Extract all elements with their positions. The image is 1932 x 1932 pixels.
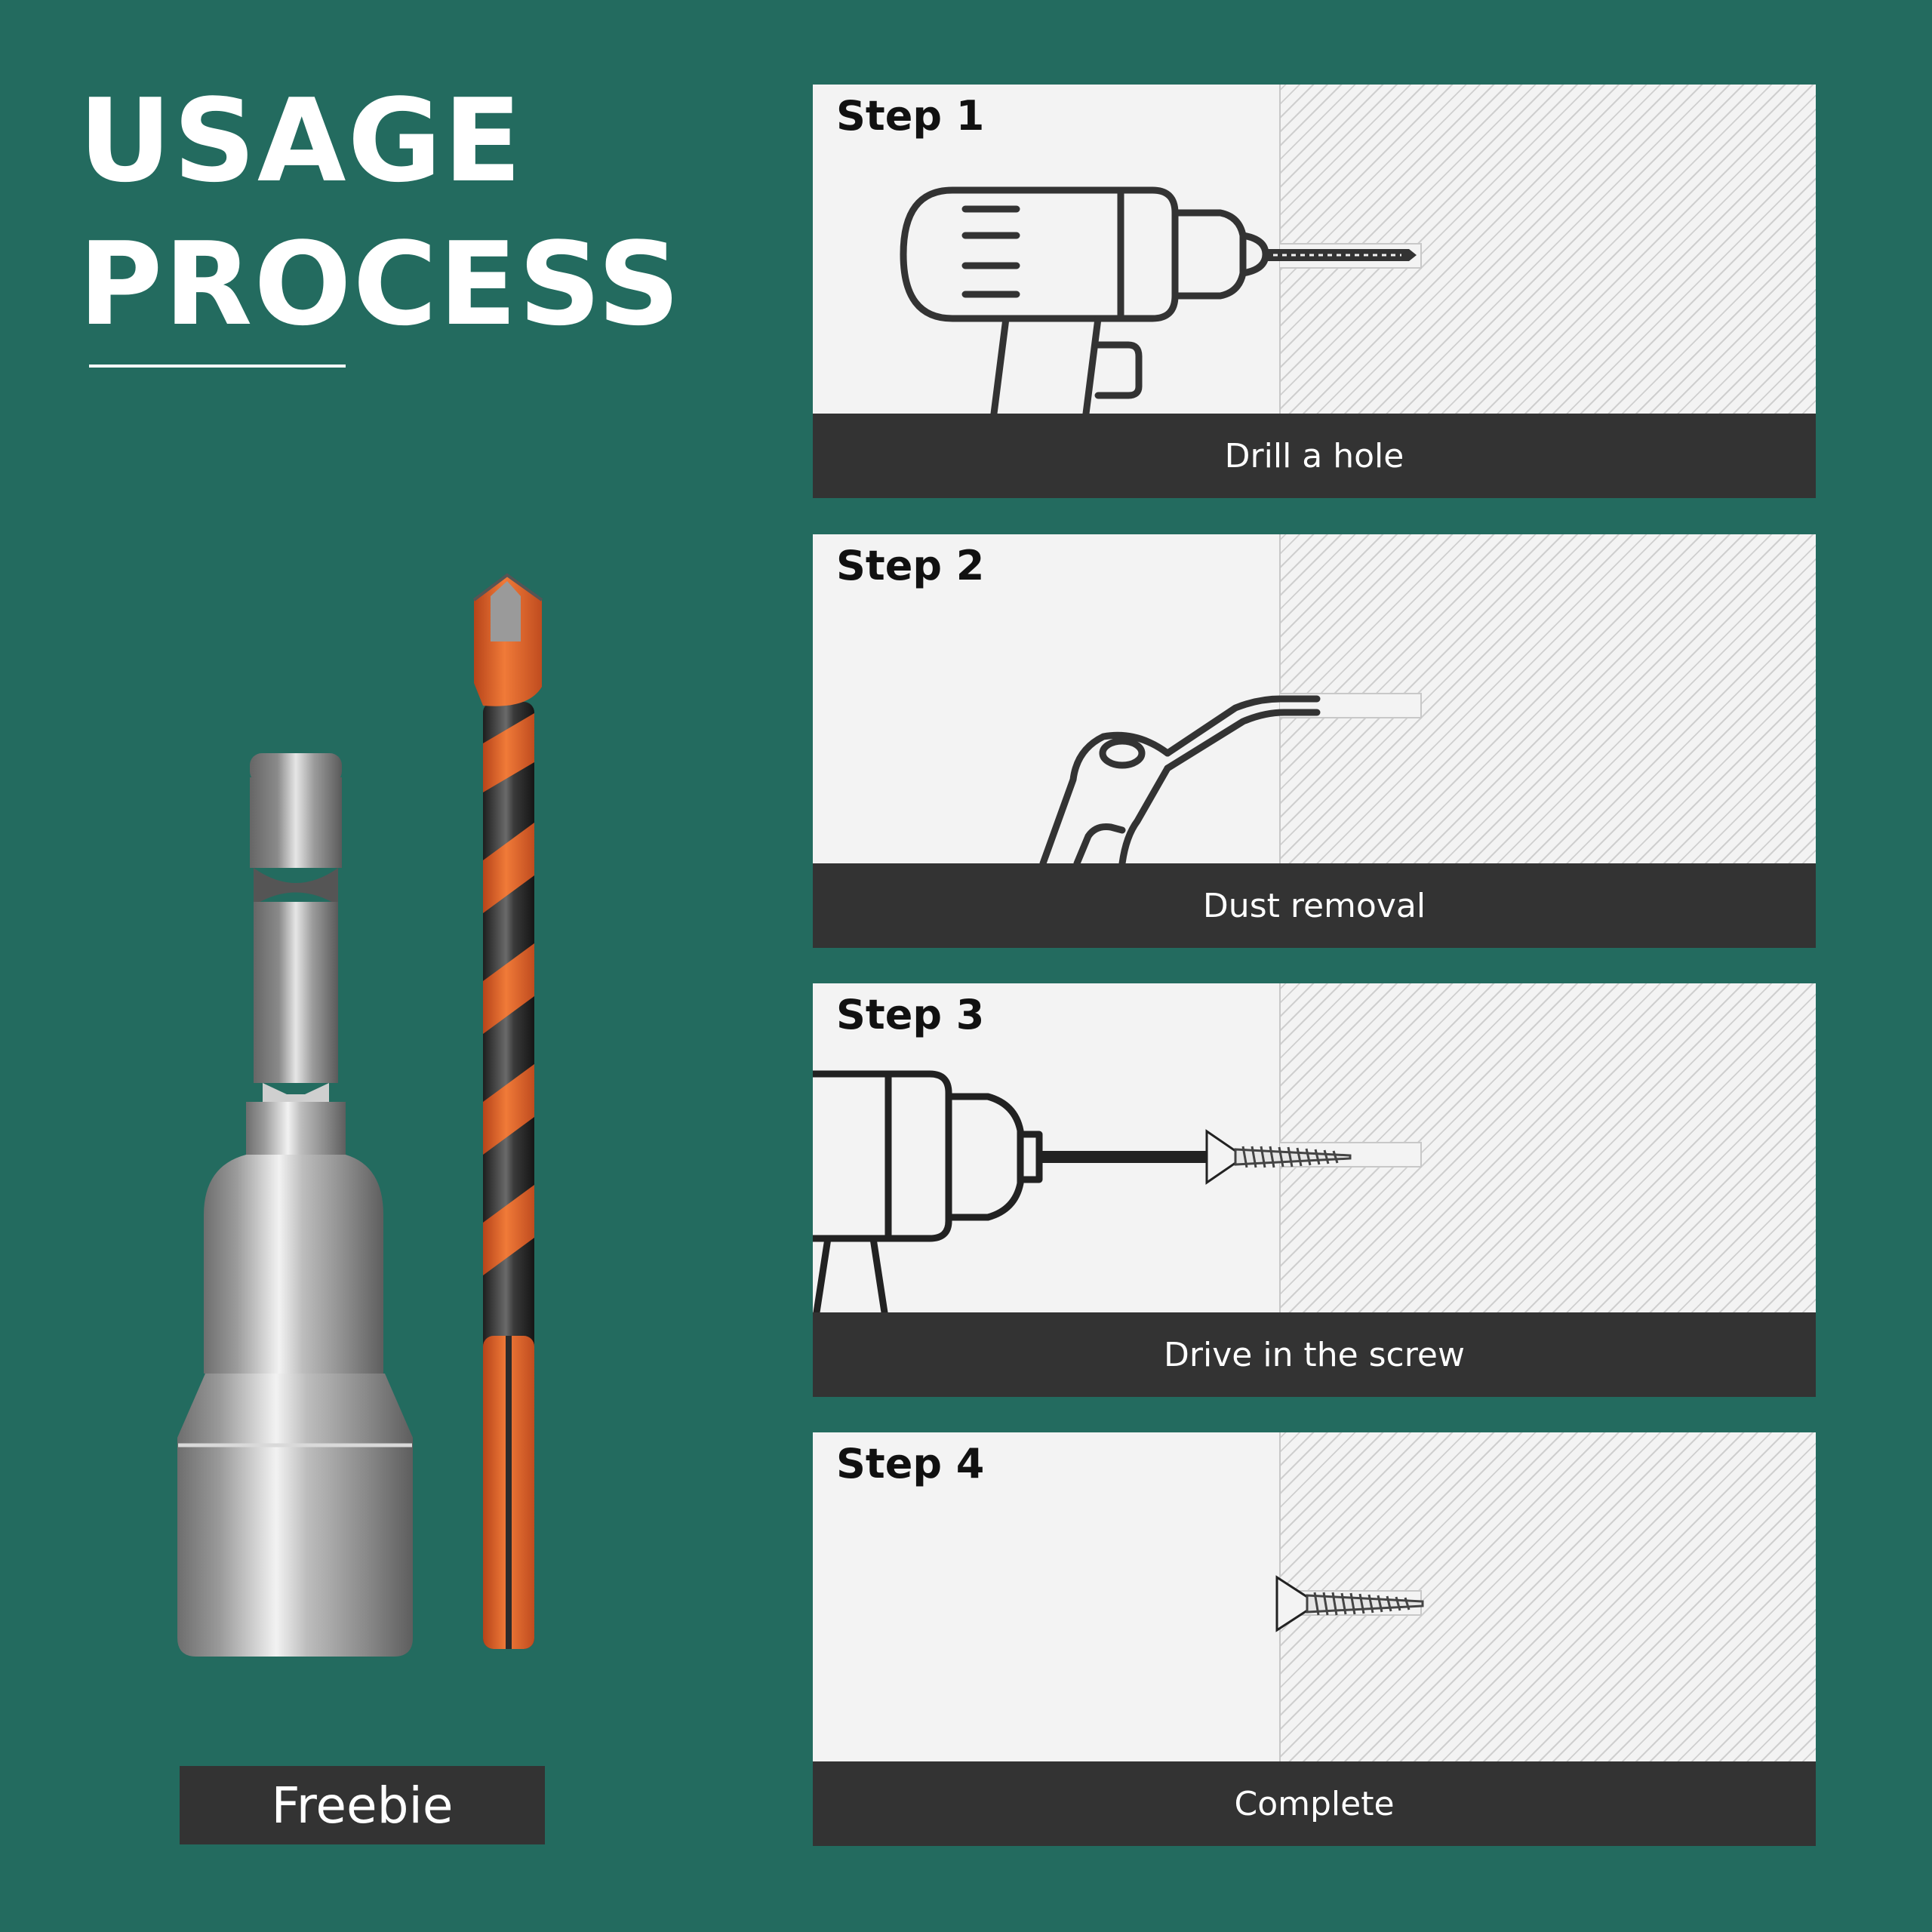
step-1-label: Step 1 [836,92,985,140]
drill-bit-icon [472,573,543,1649]
step-2-label: Step 2 [836,542,985,589]
step-card-1: Step 1 Drill a hole [813,85,1816,498]
drill-screw-icon [813,1070,1352,1312]
air-blower-icon [1039,695,1321,863]
step-1-caption: Drill a hole [813,414,1816,498]
screw-complete-icon [1275,1575,1424,1632]
step-4-caption: Complete [813,1761,1816,1846]
step-card-4: Step 4 Complete [813,1432,1816,1846]
title-line-2: PROCESS [78,217,682,351]
step-card-3: Step 3 Drive in the screw [813,983,1816,1397]
step-4-label: Step 4 [836,1440,985,1487]
title-line-1: USAGE [78,74,524,208]
step-3-panel [813,983,1816,1312]
step-4-panel [813,1432,1816,1761]
socket-icon [177,753,413,1657]
wall-hatch [1279,983,1816,1312]
step-3-label: Step 3 [836,991,985,1038]
product-illustrations [177,573,543,1657]
step-card-2: Step 2 Dust removal [813,534,1816,948]
step-1-panel [813,85,1816,414]
title-underline [89,365,346,368]
step-3-caption: Drive in the screw [813,1312,1816,1397]
step-2-panel [813,534,1816,863]
drill-icon [900,186,1417,414]
page-title: USAGE PROCESS [78,69,681,356]
step-2-caption: Dust removal [813,863,1816,948]
freebie-label: Freebie [180,1766,545,1844]
